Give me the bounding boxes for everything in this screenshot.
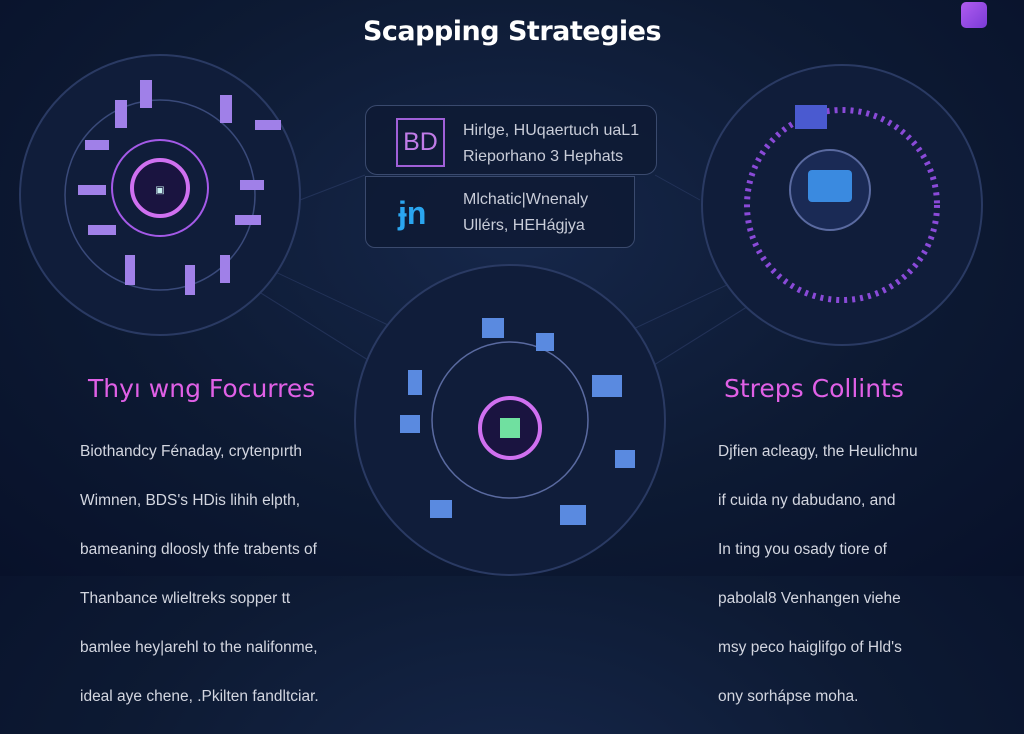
right-paragraph: Djfien acleagy, the Heulichnu if cuida n… xyxy=(718,415,918,734)
text-line: Wimnen, BDS's HDis lihih elpth, xyxy=(80,491,301,509)
left-hub-circle: ▣ xyxy=(19,54,301,336)
text-line: bamlee hey|arehl to the nalifonme, xyxy=(80,638,318,656)
row-2-line-2: Ullérs, HEHágjya xyxy=(463,217,585,234)
text-line: ony sorhápse moha. xyxy=(718,687,859,705)
row-2-line-1: Mlchatic|Wnenaly xyxy=(463,191,589,208)
left-heading: Thyı wng Focurres xyxy=(88,374,316,403)
text-line: Thanbance wlieltreks sopper tt xyxy=(80,589,291,607)
text-line: ideal aye chene, .Pkilten fandltciar. xyxy=(80,687,319,705)
text-line: if cuida ny dabudano, and xyxy=(718,491,896,509)
svg-text:▣: ▣ xyxy=(155,185,164,196)
info-card-row-2-text: Mlchatic|Wnenaly Ullérs, HEHágjya xyxy=(463,187,588,239)
diagram-background: ▣ xyxy=(19,54,983,576)
info-card-row-1-text: Hirlge, HUqaertuch uaL1 Rieporhano 3 Hep… xyxy=(463,118,639,170)
bottom-hub-circle xyxy=(354,264,666,576)
row-1-line-2: Rieporhano 3 Hephats xyxy=(463,148,624,165)
right-heading: Streps Collints xyxy=(724,374,904,403)
text-line: bameaning dloosly thfe trabents of xyxy=(80,540,317,558)
info-card-row-1: BD Hirlge, HUqaertuch uaL1 Rieporhano 3 … xyxy=(365,105,657,175)
bd-badge: BD xyxy=(396,118,445,167)
row-1-line-1: Hirlge, HUqaertuch uaL1 xyxy=(463,122,640,139)
page-title: Scapping Strategies xyxy=(362,16,662,47)
text-line: In ting you osady tiore of xyxy=(718,540,887,558)
info-card-row-2: ɉn Mlchatic|Wnenaly Ullérs, HEHágjya xyxy=(365,176,635,248)
left-paragraph: Biothandcy Fénaday, crytenpırth Wimnen, … xyxy=(80,415,319,734)
app-icon[interactable] xyxy=(961,2,987,28)
text-line: Djfien acleagy, the Heulichnu xyxy=(718,442,918,460)
text-line: pabolal8 Venhangen viehe xyxy=(718,589,901,607)
right-hub-circle xyxy=(701,64,983,346)
text-line: Biothandcy Fénaday, crytenpırth xyxy=(80,442,303,460)
text-line: msy peco haiglifgo of Hld's xyxy=(718,638,902,656)
jn-logo-icon: ɉn xyxy=(398,195,427,231)
